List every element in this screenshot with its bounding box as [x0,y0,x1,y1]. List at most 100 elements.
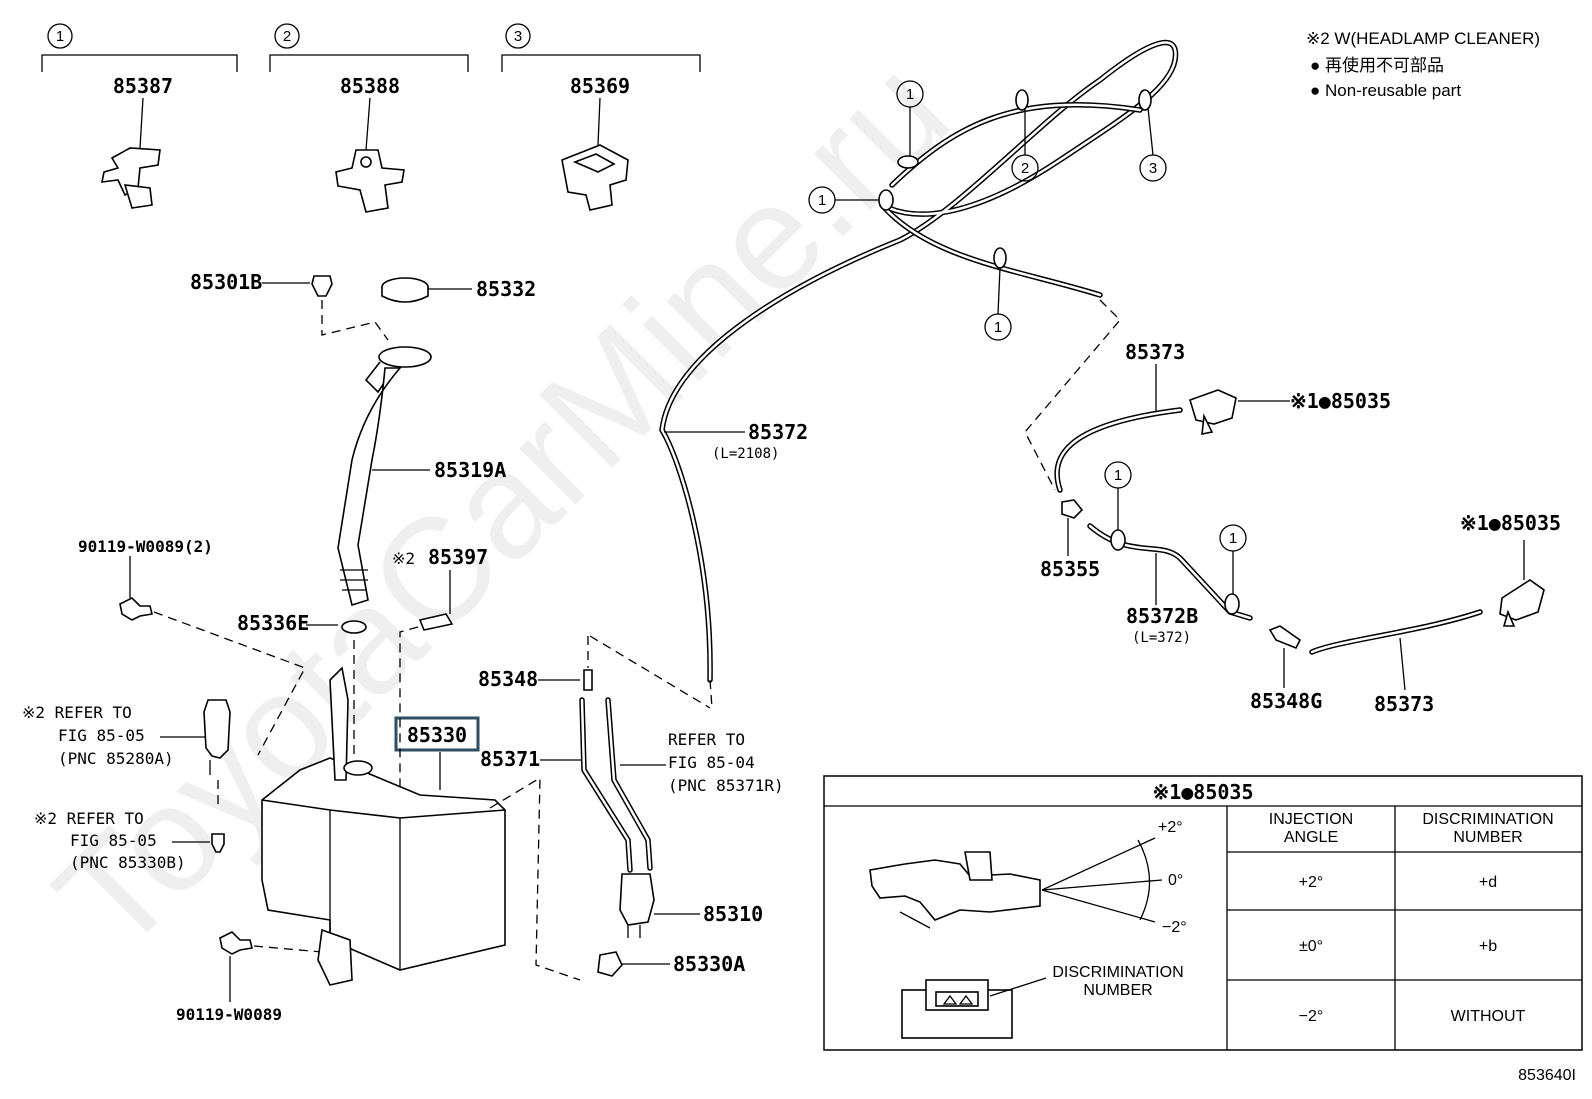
part-label-85330A[interactable]: 85330A [673,952,745,976]
svg-text:3: 3 [1149,160,1157,177]
left-fasteners: 90119-W0089(2) ※2 REFER TO FIG 85-05 (PN… [22,537,323,1024]
part-label-85371[interactable]: 85371 [480,747,540,771]
part-85397-group[interactable]: ※2 85397 [392,545,488,790]
grommet-85330B-icon [211,833,225,853]
row1-angle: +2° [1299,874,1324,891]
part-label-85035-bottom[interactable]: ※1●85035 [1460,511,1561,535]
hose-marker-3: 3 [1138,89,1167,182]
row2-disc: +b [1479,938,1497,955]
angle-plus-label: +2° [1158,819,1183,836]
hose-85372-group: 85372 (L=2108) 1 1 2 3 1 [589,39,1179,709]
part-label-85332[interactable]: 85332 [476,277,536,301]
ref-85280A-line2: FIG 85-05 [58,726,145,745]
svg-text:1: 1 [1229,530,1237,547]
clip-85301B-icon [311,275,333,297]
joint-85355-icon [1061,499,1084,519]
ref-85280A-line1: ※2 REFER TO [22,703,132,722]
highlight-85330[interactable]: 85330 [394,716,480,790]
ref-85330B-line2: FIG 85-05 [70,831,157,850]
svg-text:1: 1 [1114,467,1122,484]
hose-marker-1e: 1 [1219,524,1247,615]
svg-text:1: 1 [994,319,1002,336]
part-label-85319A[interactable]: 85319A [434,458,506,482]
disc-number-label-l1: DISCRIMINATION [1052,964,1183,981]
part-label-85301B[interactable]: 85301B [190,270,262,294]
index-circle-1 [47,23,73,49]
ref-85330B-line3: (PNC 85330B) [70,853,186,872]
index-number-3: 3 [514,28,522,45]
ref-85330B[interactable]: ※2 REFER TO FIG 85-05 (PNC 85330B) [34,809,186,872]
legend: ※2 W(HEADLAMP CLEANER) ● 再使用不可部品 ● Non-r… [1306,29,1540,100]
clip-group-1[interactable]: 1 85387 [41,23,238,209]
ref-85280A[interactable]: ※2 REFER TO FIG 85-05 (PNC 85280A) [22,703,174,768]
part-label-85348[interactable]: 85348 [478,667,538,691]
hose-marker-1a: 1 [896,80,924,169]
part-label-90119-W0089-2[interactable]: 90119-W0089(2) [78,537,213,556]
part-label-85388: 85388 [340,74,400,98]
clip-group-3[interactable]: 3 85369 [501,23,701,211]
part-label-85355[interactable]: 85355 [1040,557,1100,581]
filler-pipe-85319A-icon [337,346,432,607]
bolt-90119-bottom-icon [219,931,253,955]
clip-85387-icon [100,147,161,209]
part-label-85330: 85330 [407,723,467,747]
row1-disc: +d [1479,874,1497,891]
hose-marker-1b: 1 [808,186,894,214]
detail-title: ※1●85035 [1152,780,1253,804]
part-label-85397: 85397 [428,545,488,569]
filler-assembly: 85301B 85332 85319A 85336E [190,270,536,760]
right-hose-group: 85373 ※1●85035 85355 1 1 85372B [1040,340,1561,716]
ref-85371R-line3: (PNC 85371R) [668,776,784,795]
clip-85369-icon [561,144,629,211]
legend-title: ※2 W(HEADLAMP CLEANER) [1306,29,1540,48]
svg-text:1: 1 [906,86,914,103]
part-label-85372B-length: (L=372) [1132,630,1191,646]
col-header-angle-l1: INJECTION [1269,811,1353,828]
part-label-85336E[interactable]: 85336E [237,611,309,635]
index-number-2: 2 [283,28,291,45]
clip-group-2[interactable]: 2 85388 [269,23,469,213]
grommet-85330A-icon [597,951,623,977]
nozzle-detail-table: ※1●85035 INJECTION ANGLE DISCRIMINATION … [823,775,1583,1051]
clip-85388-icon [335,149,405,213]
o-ring-85336E-icon [341,620,367,634]
legend-line-jp: ● 再使用不可部品 [1310,55,1444,75]
row2-angle: ±0° [1299,938,1323,955]
row3-disc: WITHOUT [1451,1008,1526,1025]
col-header-angle-l2: ANGLE [1284,829,1338,846]
part-label-85372B[interactable]: 85372B [1126,604,1198,628]
part-label-85373-bottom[interactable]: 85373 [1374,692,1434,716]
hose-marker-1c: 1 [984,247,1012,341]
row3-angle: −2° [1299,1008,1324,1025]
figure-id: 853640I [1518,1067,1576,1084]
part-label-90119-W0089[interactable]: 90119-W0089 [176,1005,282,1024]
part-label-85310[interactable]: 85310 [703,902,763,926]
ref-85371R[interactable]: REFER TO FIG 85-04 (PNC 85371R) [668,730,784,795]
svg-text:1: 1 [818,192,826,209]
index-circle-3 [505,23,531,49]
washer-pump-85280A-icon [203,699,231,810]
part-label-85348G[interactable]: 85348G [1250,689,1322,713]
part-label-85035-top[interactable]: ※1●85035 [1290,389,1391,413]
ref-85280A-line3: (PNC 85280A) [58,749,174,768]
ref-85371R-line2: FIG 85-04 [668,753,755,772]
angle-minus-label: −2° [1162,919,1187,936]
pump-hose-group: 85348 85371 REFER TO FIG 85-04 (PNC 8537… [478,636,784,977]
hose-marker-1d: 1 [1104,461,1132,551]
part-85397-mark: ※2 [392,549,415,568]
nozzle-85035-bottom-icon [1499,579,1545,627]
angle-zero-label: 0° [1168,872,1183,889]
part-label-85373-top[interactable]: 85373 [1125,340,1185,364]
highlight-box [394,716,480,752]
svg-text:2: 2 [1021,160,1029,177]
clip-85397-icon [418,613,454,631]
joint-85348G-icon [1268,625,1302,650]
col-header-disc-l2: NUMBER [1453,829,1522,846]
nozzle-85035-top-icon [1189,389,1237,435]
part-label-85372[interactable]: 85372 [748,420,808,444]
hose-marker-2: 2 [1011,89,1039,182]
col-header-disc-l1: DISCRIMINATION [1422,811,1553,828]
spray-nozzle-icon [869,851,1041,929]
washer-pump-85310-icon [619,873,655,938]
